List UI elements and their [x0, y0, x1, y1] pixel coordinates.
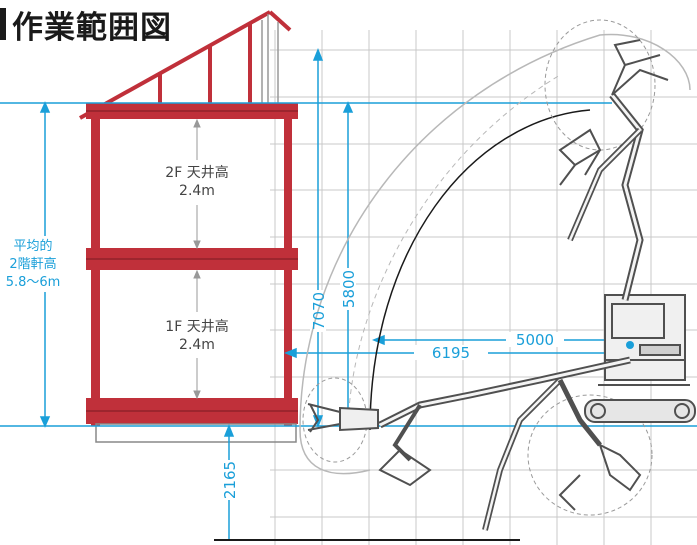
ceiling-arrows: [193, 118, 201, 400]
work-range-envelope: [299, 19, 691, 516]
dim-5000: 5000: [516, 331, 554, 349]
demolition-machine: [307, 39, 696, 531]
roof-truss: [79, 10, 292, 120]
floor2-label-line1: 2F 天井高: [165, 164, 228, 181]
eave-label-line1: 平均的: [13, 238, 52, 254]
dim-6195: 6195: [432, 344, 470, 362]
eave-label-line2: 2階軒高: [9, 256, 56, 272]
floor-beams: [86, 103, 298, 424]
dim-2165: 2165: [221, 461, 239, 499]
eave-height-label: 平均的 2階軒高 5.8〜6m: [6, 236, 61, 292]
floor1-ceiling-label: 1F 天井高 2.4m: [165, 318, 228, 353]
floor1-label-line2: 2.4m: [179, 337, 215, 353]
floor1-label-line1: 1F 天井高: [165, 318, 228, 335]
dim-7070: 7070: [310, 292, 328, 330]
house-frame: [79, 10, 298, 443]
title-text: 作業範囲図: [12, 9, 172, 46]
floor2-ceiling-label: 2F 天井高 2.4m: [165, 164, 228, 199]
eave-label-line3: 5.8〜6m: [6, 275, 61, 290]
page-title: 作業範囲図: [0, 4, 172, 46]
floor2-label-line2: 2.4m: [179, 183, 215, 199]
dim-5800: 5800: [340, 270, 358, 308]
title-marker: [0, 8, 6, 40]
